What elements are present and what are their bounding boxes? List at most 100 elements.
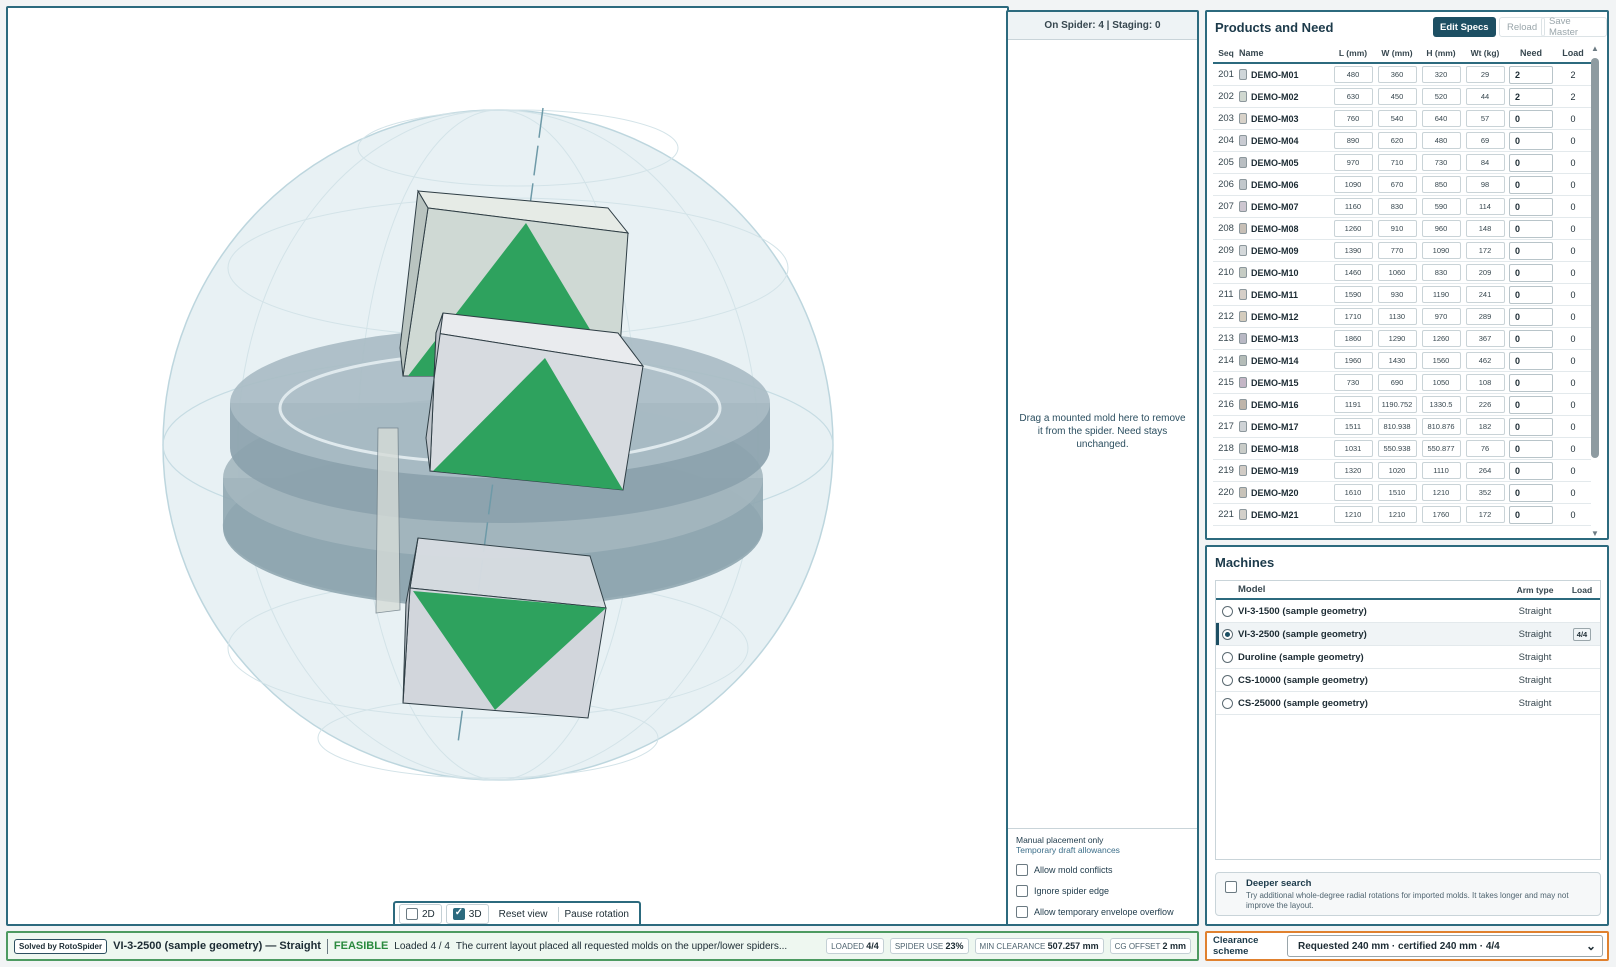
machine-row[interactable]: CS-25000 (sample geometry)Straight [1216, 692, 1600, 715]
col-need[interactable]: Need [1519, 48, 1542, 58]
width-field[interactable]: 1290 [1377, 330, 1417, 347]
need-input[interactable]: 2 [1509, 65, 1553, 84]
edit-specs-button[interactable]: Edit Specs [1433, 17, 1496, 37]
height-field[interactable]: 1760 [1421, 506, 1461, 523]
weight-field[interactable]: 352 [1465, 484, 1505, 501]
pause-rotation-button[interactable]: Pause rotation [557, 906, 636, 922]
weight-field[interactable]: 172 [1465, 506, 1505, 523]
length-field[interactable]: 1191 [1333, 396, 1373, 413]
width-field[interactable]: 360 [1377, 66, 1417, 83]
machine-row[interactable]: VI-3-1500 (sample geometry)Straight [1216, 600, 1600, 623]
length-field[interactable]: 1960 [1333, 352, 1373, 369]
need-input[interactable]: 0 [1509, 505, 1553, 524]
height-field[interactable]: 850 [1421, 176, 1461, 193]
col-weight[interactable]: Wt (kg) [1470, 48, 1500, 58]
width-field[interactable]: 1510 [1377, 484, 1417, 501]
clearance-select[interactable]: Requested 240 mm · certified 240 mm · 4/… [1287, 935, 1603, 957]
weight-field[interactable]: 241 [1465, 286, 1505, 303]
weight-field[interactable]: 289 [1465, 308, 1505, 325]
toggle-2d[interactable]: 2D [399, 904, 442, 924]
weight-field[interactable]: 44 [1465, 88, 1505, 105]
machine-row[interactable]: Duroline (sample geometry)Straight [1216, 646, 1600, 669]
width-field[interactable]: 1130 [1377, 308, 1417, 325]
need-input[interactable]: 0 [1509, 197, 1553, 216]
col-width[interactable]: W (mm) [1381, 48, 1413, 58]
checkbox[interactable] [1016, 885, 1028, 897]
machine-radio[interactable] [1221, 674, 1233, 686]
need-input[interactable]: 0 [1509, 219, 1553, 238]
height-field[interactable]: 1330.5 [1421, 396, 1461, 413]
width-field[interactable]: 1190.752 [1377, 396, 1417, 413]
length-field[interactable]: 970 [1333, 154, 1373, 171]
machine-radio[interactable] [1221, 697, 1233, 709]
height-field[interactable]: 730 [1421, 154, 1461, 171]
weight-field[interactable]: 182 [1465, 418, 1505, 435]
width-field[interactable]: 1060 [1377, 264, 1417, 281]
staging-panel[interactable]: On Spider: 4 | Staging: 0 Drag a mounted… [1006, 10, 1199, 926]
height-field[interactable]: 1210 [1421, 484, 1461, 501]
need-input[interactable]: 0 [1509, 307, 1553, 326]
height-field[interactable]: 830 [1421, 264, 1461, 281]
weight-field[interactable]: 57 [1465, 110, 1505, 127]
weight-field[interactable]: 29 [1465, 66, 1505, 83]
width-field[interactable]: 930 [1377, 286, 1417, 303]
height-field[interactable]: 1190 [1421, 286, 1461, 303]
col-seq[interactable]: Seq [1218, 48, 1234, 58]
checkbox-3d[interactable] [452, 907, 465, 920]
weight-field[interactable]: 108 [1465, 374, 1505, 391]
length-field[interactable]: 1590 [1333, 286, 1373, 303]
col-length[interactable]: L (mm) [1338, 48, 1368, 58]
need-input[interactable]: 0 [1509, 153, 1553, 172]
products-scrollbar[interactable]: ▲ ▼ [1591, 44, 1599, 538]
option-allow-conflicts[interactable]: Allow mold conflicts [1016, 864, 1189, 876]
width-field[interactable]: 710 [1377, 154, 1417, 171]
length-field[interactable]: 730 [1333, 374, 1373, 391]
length-field[interactable]: 760 [1333, 110, 1373, 127]
need-input[interactable]: 0 [1509, 395, 1553, 414]
width-field[interactable]: 910 [1377, 220, 1417, 237]
height-field[interactable]: 520 [1421, 88, 1461, 105]
viewport-3d[interactable]: 2D 3D Reset view Pause rotation [6, 6, 1009, 926]
need-input[interactable]: 0 [1509, 417, 1553, 436]
need-input[interactable]: 0 [1509, 439, 1553, 458]
deeper-search-checkbox[interactable] [1225, 881, 1237, 893]
option-allow-overflow[interactable]: Allow temporary envelope overflow [1016, 906, 1189, 918]
height-field[interactable]: 1050 [1421, 374, 1461, 391]
need-input[interactable]: 0 [1509, 461, 1553, 480]
weight-field[interactable]: 226 [1465, 396, 1505, 413]
checkbox[interactable] [1016, 906, 1028, 918]
width-field[interactable]: 690 [1377, 374, 1417, 391]
width-field[interactable]: 540 [1377, 110, 1417, 127]
weight-field[interactable]: 98 [1465, 176, 1505, 193]
machine-row[interactable]: CS-10000 (sample geometry)Straight [1216, 669, 1600, 692]
length-field[interactable]: 1610 [1333, 484, 1373, 501]
need-input[interactable]: 0 [1509, 109, 1553, 128]
weight-field[interactable]: 264 [1465, 462, 1505, 479]
col-load[interactable]: Load [1562, 48, 1584, 58]
col-name[interactable]: Name [1239, 48, 1264, 58]
length-field[interactable]: 1390 [1333, 242, 1373, 259]
scroll-down-icon[interactable]: ▼ [1591, 529, 1599, 538]
deeper-search-option[interactable]: Deeper search Try additional whole-degre… [1215, 872, 1601, 916]
length-field[interactable]: 630 [1333, 88, 1373, 105]
scene-canvas[interactable] [8, 8, 1009, 926]
machine-radio[interactable] [1221, 628, 1233, 640]
height-field[interactable]: 1260 [1421, 330, 1461, 347]
weight-field[interactable]: 76 [1465, 440, 1505, 457]
need-input[interactable]: 2 [1509, 87, 1553, 106]
toggle-3d[interactable]: 3D [445, 904, 489, 924]
checkbox-2d[interactable] [406, 908, 418, 920]
height-field[interactable]: 810.876 [1421, 418, 1461, 435]
length-field[interactable]: 1511 [1333, 418, 1373, 435]
machine-radio[interactable] [1221, 605, 1233, 617]
